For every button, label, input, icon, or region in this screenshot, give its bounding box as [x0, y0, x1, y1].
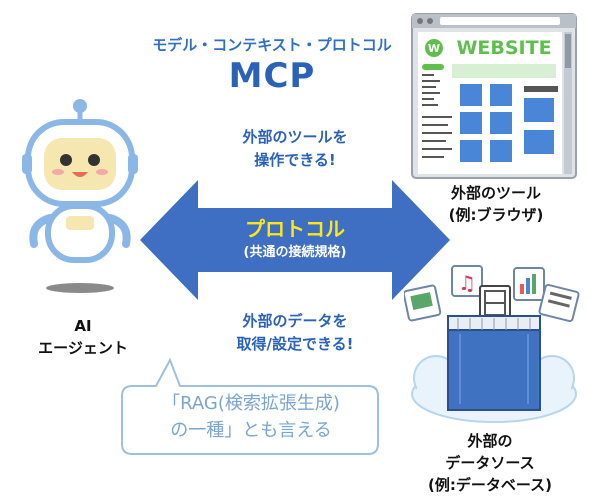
svg-text:♫: ♫ — [458, 271, 476, 295]
diagram-title: MCP — [228, 56, 316, 96]
note-line2: の一種」とも言える — [170, 420, 332, 441]
right-top-node-line1: 外部のツール — [450, 184, 541, 202]
browser-window-icon: W WEBSITE — [411, 13, 577, 179]
bottom-caption-line2: 取得/設定できる! — [236, 335, 354, 353]
left-node-line1: AI — [74, 317, 92, 335]
website-badge: W — [428, 42, 440, 55]
right-bottom-node-line1: 外部の — [467, 432, 513, 450]
right-bottom-node-line3: (例:データベース) — [428, 476, 552, 494]
arrow-sublabel: (共通の接続規格) — [243, 245, 347, 260]
bottom-caption: 外部のデータを 取得/設定できる! — [178, 310, 412, 356]
website-badge-circle — [425, 39, 443, 57]
top-caption-line1: 外部のツールを — [242, 128, 348, 146]
robot-icon — [22, 99, 138, 293]
right-bottom-node-line2: データソース — [445, 454, 535, 472]
left-node-line2: エージェント — [38, 339, 128, 357]
arrow-label: プロトコル — [245, 217, 345, 241]
top-caption-line2: 操作できる! — [254, 151, 336, 169]
note-line1: 「RAG(検索拡張生成) — [162, 393, 340, 414]
right-bottom-node-label: 外部の データソース (例:データベース) — [392, 430, 588, 496]
right-top-node-label: 外部のツール (例:ブラウザ) — [408, 182, 584, 226]
right-top-node-line2: (例:ブラウザ) — [448, 206, 544, 224]
note-text: 「RAG(検索拡張生成) の一種」とも言える — [126, 390, 376, 444]
website-heading: WEBSITE — [456, 37, 551, 59]
left-node-label: AI エージェント — [8, 315, 158, 359]
diagram-subtitle: モデル・コンテキスト・プロトコル — [152, 36, 392, 54]
database-cloud-icon: ♫ — [404, 265, 580, 423]
double-arrow — [140, 180, 450, 300]
double-arrow-shape — [140, 180, 450, 300]
bottom-caption-line1: 外部のデータを — [242, 312, 348, 330]
note-bubble — [121, 357, 379, 455]
top-caption: 外部のツールを 操作できる! — [178, 126, 412, 172]
